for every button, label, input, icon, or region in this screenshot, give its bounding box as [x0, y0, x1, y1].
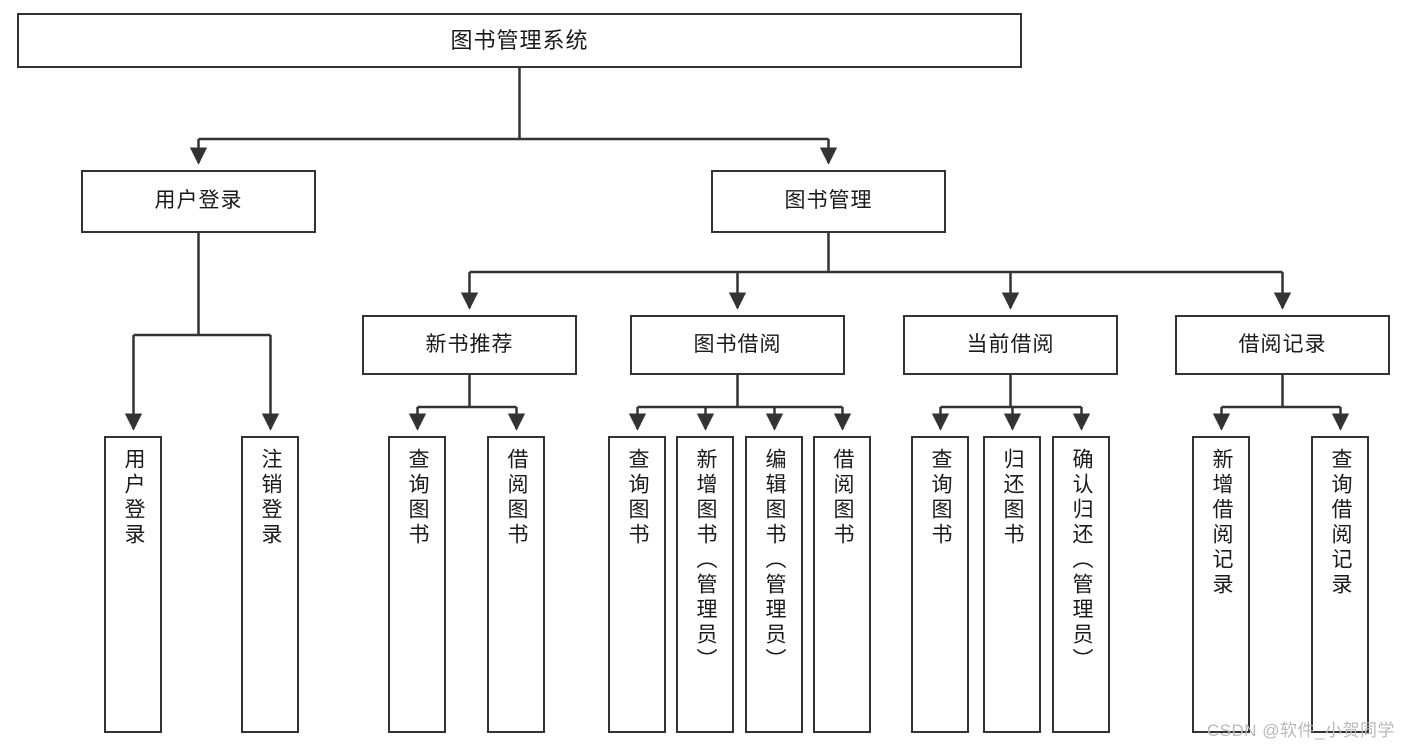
node-label: 图书借阅 [693, 332, 782, 356]
node-user-login[interactable]: 用户登录 [81, 170, 316, 233]
node-borrow-record[interactable]: 借阅记录 [1175, 315, 1390, 375]
node-leaf-add-book[interactable]: 新增图书（管理员） [676, 436, 734, 733]
node-current-borrow[interactable]: 当前借阅 [903, 315, 1118, 375]
node-label: 查询图书 [929, 448, 953, 548]
node-label: 查询借阅记录 [1329, 448, 1353, 598]
node-leaf-query-book-2[interactable]: 查询图书 [608, 436, 666, 733]
node-book-borrow[interactable]: 图书借阅 [630, 315, 845, 375]
node-leaf-query-book-1[interactable]: 查询图书 [388, 436, 446, 733]
node-label: 用户登录 [154, 189, 243, 213]
node-label: 查询图书 [406, 448, 430, 548]
node-leaf-logout[interactable]: 注销登录 [241, 436, 299, 733]
node-leaf-borrow-book-1[interactable]: 借阅图书 [487, 436, 545, 733]
node-leaf-confirm-return[interactable]: 确认归还（管理员） [1052, 436, 1110, 733]
node-label: 图书管理 [784, 189, 873, 213]
node-label: 借阅记录 [1238, 332, 1327, 356]
node-leaf-query-record[interactable]: 查询借阅记录 [1311, 436, 1369, 733]
node-label: 编辑图书（管理员） [763, 448, 787, 673]
node-label: 当前借阅 [966, 332, 1055, 356]
node-leaf-user-login[interactable]: 用户登录 [104, 436, 162, 733]
node-label: 图书管理系统 [450, 27, 589, 53]
node-label: 新增图书（管理员） [694, 448, 718, 673]
node-leaf-add-record[interactable]: 新增借阅记录 [1192, 436, 1250, 733]
node-root-system[interactable]: 图书管理系统 [17, 13, 1022, 68]
watermark: CSDN @软件_小贺同学 [1206, 721, 1395, 740]
node-label: 借阅图书 [831, 448, 855, 548]
node-label: 确认归还（管理员） [1070, 448, 1094, 673]
node-leaf-return-book[interactable]: 归还图书 [983, 436, 1041, 733]
node-label: 用户登录 [122, 448, 146, 548]
node-new-book-rec[interactable]: 新书推荐 [362, 315, 577, 375]
node-label: 查询图书 [626, 448, 650, 548]
node-label: 注销登录 [259, 448, 283, 548]
node-label: 归还图书 [1001, 448, 1025, 548]
node-label: 新增借阅记录 [1210, 448, 1234, 598]
node-label: 借阅图书 [505, 448, 529, 548]
node-leaf-borrow-book-2[interactable]: 借阅图书 [813, 436, 871, 733]
node-leaf-query-book-3[interactable]: 查询图书 [911, 436, 969, 733]
node-label: 新书推荐 [425, 332, 514, 356]
node-book-manage[interactable]: 图书管理 [711, 170, 946, 233]
node-leaf-edit-book[interactable]: 编辑图书（管理员） [745, 436, 803, 733]
